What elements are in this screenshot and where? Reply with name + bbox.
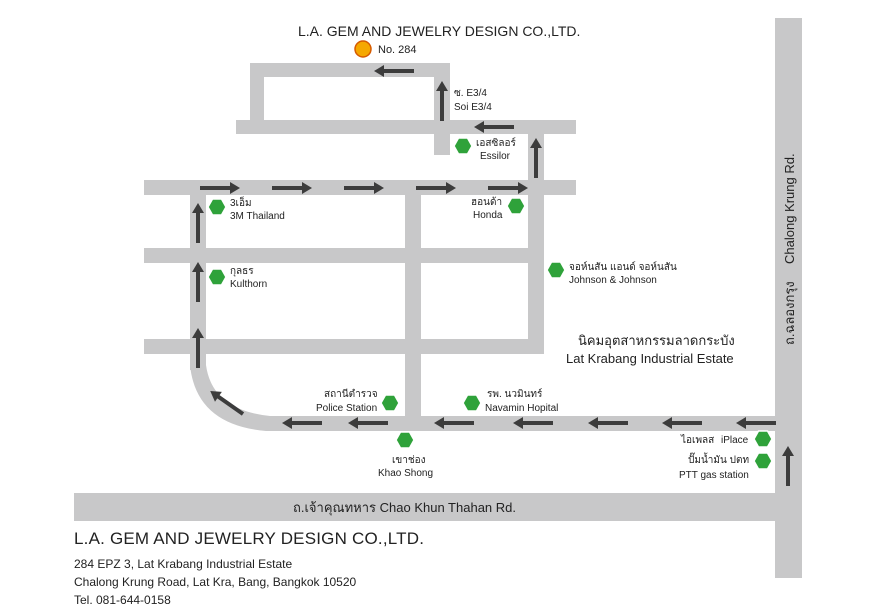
landmark-label-en: 3M Thailand <box>230 211 285 222</box>
address-line-1: 284 EPZ 3, Lat Krabang Industrial Estate <box>74 557 293 571</box>
landmark-navamin: รพ. นวมินทร์ Navamin Hopital <box>462 388 558 414</box>
estate-label-en: Lat Krabang Industrial Estate <box>566 351 734 366</box>
chalong-krung-label-th: ถ.ฉลองกรุง <box>782 281 798 345</box>
hexagon-icon <box>462 394 482 412</box>
hexagon-icon <box>753 430 773 448</box>
soi-label-en: Soi E3/4 <box>454 102 492 113</box>
road-row-3 <box>144 339 530 354</box>
road-network <box>74 18 802 578</box>
chao-khun-thahan-label: ถ.เจ้าคุณทหาร Chao Khun Thahan Rd. <box>293 500 516 516</box>
landmark-label-th: เขาช่อง <box>392 455 426 466</box>
chao-khun-thahan-road <box>74 493 802 521</box>
landmark-label-en: Johnson & Johnson <box>569 275 657 286</box>
landmark-johnson: จอห์นสัน แอนด์ จอห์นสัน Johnson & Johnso… <box>546 261 677 286</box>
landmark-label-en: Navamin Hopital <box>485 403 558 414</box>
phone-number: Tel. 081-644-0158 <box>74 593 171 607</box>
hexagon-icon <box>453 137 473 155</box>
estate-label-th: นิคมอุตสาหกรรมลาดกระบัง <box>578 333 735 349</box>
hexagon-icon <box>380 394 400 412</box>
hexagon-icon <box>207 198 227 216</box>
hexagon-icon <box>753 452 773 470</box>
landmark-label-en: Honda <box>473 210 503 221</box>
landmark-label-th: ไอเพลส <box>680 434 714 446</box>
landmark-label-th: 3เอ็ม <box>230 195 252 209</box>
road-col-mid <box>405 180 421 430</box>
road-col-right <box>528 180 544 354</box>
hexagon-icon <box>506 197 526 215</box>
landmark-label-th: ปั๊มน้ำมัน ปตท <box>688 452 749 466</box>
landmark-label-th: เอสซิลอร์ <box>476 137 516 149</box>
landmark-label-en: PTT gas station <box>679 470 749 481</box>
road-row-2 <box>144 248 530 263</box>
landmark-label-en: Kulthorn <box>230 279 267 290</box>
landmark-label-th: จอห์นสัน แอนด์ จอห์นสัน <box>569 261 677 273</box>
soi-loop-top <box>250 63 450 77</box>
landmark-label-en: Khao Shong <box>378 468 433 479</box>
landmark-label-th: รพ. นวมินทร์ <box>487 388 543 400</box>
bottom-curve-road <box>190 365 780 431</box>
address-line-2: Chalong Krung Road, Lat Kra, Bang, Bangk… <box>74 575 357 589</box>
hexagon-icon <box>207 268 227 286</box>
landmark-police: สถานีตำรวจ Police Station <box>316 388 400 414</box>
landmark-iplace: ไอเพลส iPlace <box>680 430 773 448</box>
hexagon-icon <box>546 261 566 279</box>
landmark-label-en: Police Station <box>316 403 377 414</box>
landmark-3m: 3เอ็ม 3M Thailand <box>207 195 285 222</box>
chalong-krung-label-en: Chalong Krung Rd. <box>782 153 797 264</box>
destination-marker-icon <box>354 40 372 58</box>
hexagon-icon <box>395 431 415 449</box>
soi-label-th: ซ. E3/4 <box>454 88 487 99</box>
upper-road <box>236 120 576 134</box>
destination-label: No. 284 <box>378 44 417 56</box>
soi-loop-left <box>250 63 264 130</box>
company-name: L.A. GEM AND JEWELRY DESIGN CO.,LTD. <box>74 529 425 548</box>
landmark-label-en: iPlace <box>721 435 749 446</box>
landmark-label-th: กุลธร <box>230 266 254 277</box>
landmark-khao-shong: เขาช่อง Khao Shong <box>378 431 433 479</box>
landmark-label-th: ฮอนด้า <box>471 196 502 208</box>
landmark-kulthorn: กุลธร Kulthorn <box>207 266 267 290</box>
landmark-label-th: สถานีตำรวจ <box>324 388 378 400</box>
landmark-ptt: ปั๊มน้ำมัน ปตท PTT gas station <box>679 452 773 481</box>
landmark-label-en: Essilor <box>480 151 511 162</box>
landmark-honda: ฮอนด้า Honda <box>471 196 526 221</box>
map-title: L.A. GEM AND JEWELRY DESIGN CO.,LTD. <box>298 23 580 39</box>
landmark-essilor: เอสซิลอร์ Essilor <box>453 137 516 162</box>
